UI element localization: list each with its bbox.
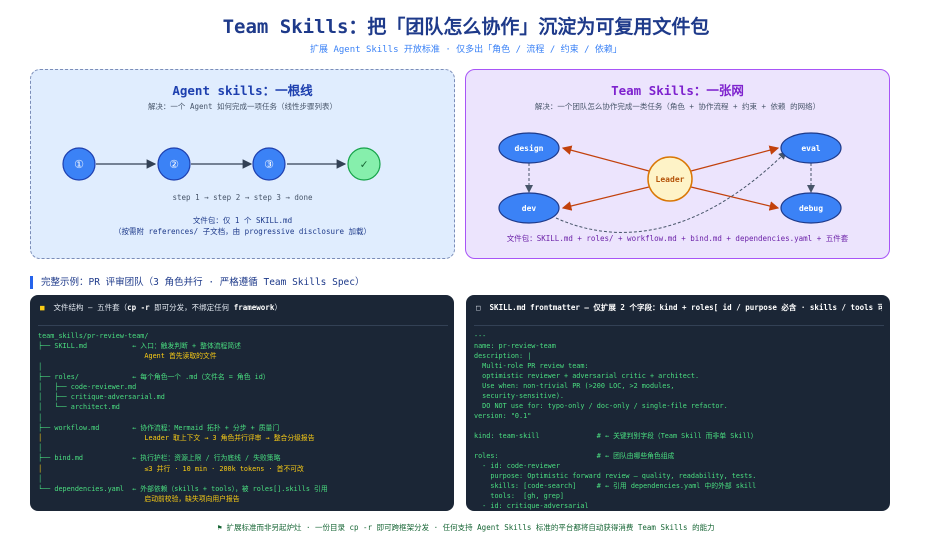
edge-leader-debug bbox=[690, 186, 780, 211]
debug-label: debug bbox=[799, 204, 823, 213]
code-line: --- bbox=[474, 332, 487, 340]
tree-header-framework: framework bbox=[233, 303, 275, 312]
step-1-node bbox=[62, 147, 96, 181]
code-line: roles: # ← 团队由哪些角色组成 bbox=[474, 452, 675, 460]
code-line: │ bbox=[38, 474, 43, 483]
code-line: │ ├── critique-adversarial.md bbox=[38, 393, 165, 402]
code-line: ├── workflow.md ← 协作流程：Mermaid 拓扑 + 分步 +… bbox=[38, 423, 280, 432]
code-line: 启动前校验，缺失项向用户报告 bbox=[38, 495, 240, 504]
leader-label: Leader bbox=[656, 175, 685, 184]
step-labels: step 1 → step 2 → step 3 → done bbox=[172, 193, 313, 202]
code-line: kind: team-skill # ← 关键判别字段（Team Skill 而… bbox=[474, 432, 758, 440]
code-line: security-sensitive). bbox=[474, 392, 565, 400]
team-panel-title: Team Skills：一张网 bbox=[611, 83, 744, 98]
code-line: │ └── architect.md bbox=[38, 403, 120, 412]
done-node bbox=[347, 147, 381, 181]
linear-flow-diagram: ① ② ③ ✓ bbox=[62, 147, 381, 181]
code-line: - id: code-reviewer bbox=[474, 462, 560, 470]
design-label: design bbox=[515, 143, 544, 153]
frontmatter-panel: □ SKILL.md frontmatter — 仅扩展 2 个字段：kind … bbox=[466, 295, 890, 511]
step-3-node bbox=[252, 147, 286, 181]
code-line: team_skills/pr-review-team/ bbox=[38, 332, 149, 340]
leader-node bbox=[647, 156, 693, 202]
code-line: │ ≤3 并行 · 10 min · 200k tokens · 首不可改 bbox=[38, 464, 304, 473]
fm-header-prefix: SKILL.md frontmatter — 仅扩展 2 个字段： bbox=[489, 303, 660, 312]
file-structure-body: team_skills/pr-review-team/ ├── SKILL.md … bbox=[38, 325, 448, 503]
code-line: optimistic reviewer + adversarial critic… bbox=[474, 372, 700, 380]
example-section-label: 完整示例：PR 评审团队（3 角色并行 · 严格遵循 Team Skills S… bbox=[30, 276, 365, 289]
code-line: │ bbox=[38, 413, 43, 422]
tree-header-cmd: cp -r bbox=[127, 303, 150, 312]
eval-node bbox=[780, 132, 842, 164]
agent-package-line-2: （按需附 references/ 子文档，由 progressive discl… bbox=[113, 227, 372, 236]
code-line: ├── roles/ ← 每个角色一个 .md（文件名 = 角色 id） bbox=[38, 372, 270, 381]
folder-icon: ■ bbox=[40, 303, 45, 312]
debug-node bbox=[780, 192, 842, 224]
team-network-diagram: design dev eval debug Leader bbox=[498, 132, 842, 233]
agent-skills-panel: Agent skills：一根线 解决：一个 Agent 如何完成一项任务（线性… bbox=[30, 69, 455, 259]
code-line: Use when: non-trivial PR (>200 LOC, >2 m… bbox=[474, 382, 675, 390]
code-line: - id: critique-adversarial bbox=[474, 502, 589, 510]
dev-node bbox=[498, 192, 560, 224]
code-line: ├── bind.md ← 执行护栏：资源上限 / 行为底线 / 失败策略 bbox=[38, 454, 281, 463]
code-line: version: "0.1" bbox=[474, 412, 532, 420]
team-package-files: 文件包：SKILL.md + roles/ + workflow.md + bi… bbox=[506, 234, 849, 243]
code-line: purpose: Optimistic forward review — qua… bbox=[474, 472, 757, 480]
eval-label: eval bbox=[801, 144, 820, 153]
step-2-node bbox=[157, 147, 191, 181]
edge-leader-eval bbox=[690, 145, 780, 172]
code-line: name: pr-review-team bbox=[474, 342, 556, 350]
step-1-label: ① bbox=[74, 158, 84, 171]
code-line: tools: [gh, grep] bbox=[474, 492, 565, 500]
fm-header-fields: kind + roles[ id / purpose 必含 · skills /… bbox=[659, 303, 882, 312]
page-title: Team Skills：把「团队怎么协作」沉淀为可复用文件包 bbox=[222, 16, 710, 38]
edge-dev-eval bbox=[555, 151, 787, 233]
file-structure-header: ■ 文件结构 — 五件套（cp -r 即可分发，不绑定任何 framework） bbox=[40, 302, 446, 313]
code-line: skills: [code-search] # ← 引用 dependencie… bbox=[474, 482, 757, 490]
tree-header-suffix: ） bbox=[274, 303, 282, 312]
code-line: description: | bbox=[474, 352, 532, 360]
agent-panel-desc: 解决：一个 Agent 如何完成一项任务（线性步骤列表） bbox=[147, 102, 338, 111]
agent-panel-title: Agent skills：一根线 bbox=[172, 83, 313, 98]
team-skills-panel: Team Skills：一张网 解决：一个团队怎么协作完成一类任务（角色 + 协… bbox=[465, 69, 890, 259]
dev-label: dev bbox=[522, 204, 537, 213]
file-icon: □ bbox=[476, 303, 481, 312]
code-line: Multi-role PR review team: bbox=[474, 362, 589, 370]
code-line: ├── SKILL.md ← 入口：触发判断 + 整体流程简述 bbox=[38, 342, 241, 351]
tree-header-mid: 即可分发，不绑定任何 bbox=[149, 303, 234, 312]
edge-leader-dev bbox=[561, 186, 650, 211]
file-structure-panel: ■ 文件结构 — 五件套（cp -r 即可分发，不绑定任何 framework）… bbox=[30, 295, 454, 511]
frontmatter-header: □ SKILL.md frontmatter — 仅扩展 2 个字段：kind … bbox=[476, 302, 882, 313]
code-line: DO NOT use for: typo-only / doc-only / s… bbox=[474, 402, 728, 410]
agent-package-note: 文件包：仅 1 个 SKILL.md （按需附 references/ 子文档，… bbox=[31, 215, 454, 237]
code-line: │ bbox=[38, 362, 43, 371]
step-3-label: ③ bbox=[264, 158, 274, 171]
page-subtitle: 扩展 Agent Skills 开放标准 · 仅多出「角色 / 流程 / 约束 … bbox=[310, 45, 622, 55]
footer-note: ⚑ 扩展标准而非另起炉灶 · 一份目录 cp -r 即可跨框架分发 · 任何支持… bbox=[217, 523, 715, 532]
code-line: Agent 首先读取的文件 bbox=[38, 352, 217, 361]
design-node bbox=[498, 132, 560, 164]
code-line: │ bbox=[38, 444, 43, 453]
edge-leader-design bbox=[561, 145, 650, 172]
step-2-label: ② bbox=[169, 158, 179, 171]
code-line: └── dependencies.yaml ← 外部依赖（skills + to… bbox=[38, 485, 328, 493]
code-line: │ ├── code-reviewer.md bbox=[38, 383, 137, 391]
tree-header-prefix: 文件结构 — 五件套（ bbox=[53, 303, 128, 312]
agent-package-line-1: 文件包：仅 1 个 SKILL.md bbox=[192, 216, 293, 225]
frontmatter-body: --- name: pr-review-team description: | Mu… bbox=[474, 325, 884, 510]
code-line: │ Leader 取上下文 → 3 角色并行评审 → 整合分级报告 bbox=[38, 434, 315, 442]
done-check-icon: ✓ bbox=[360, 157, 367, 171]
team-panel-desc: 解决：一个团队怎么协作完成一类任务（角色 + 协作流程 + 约束 + 依赖 的网… bbox=[534, 102, 821, 111]
